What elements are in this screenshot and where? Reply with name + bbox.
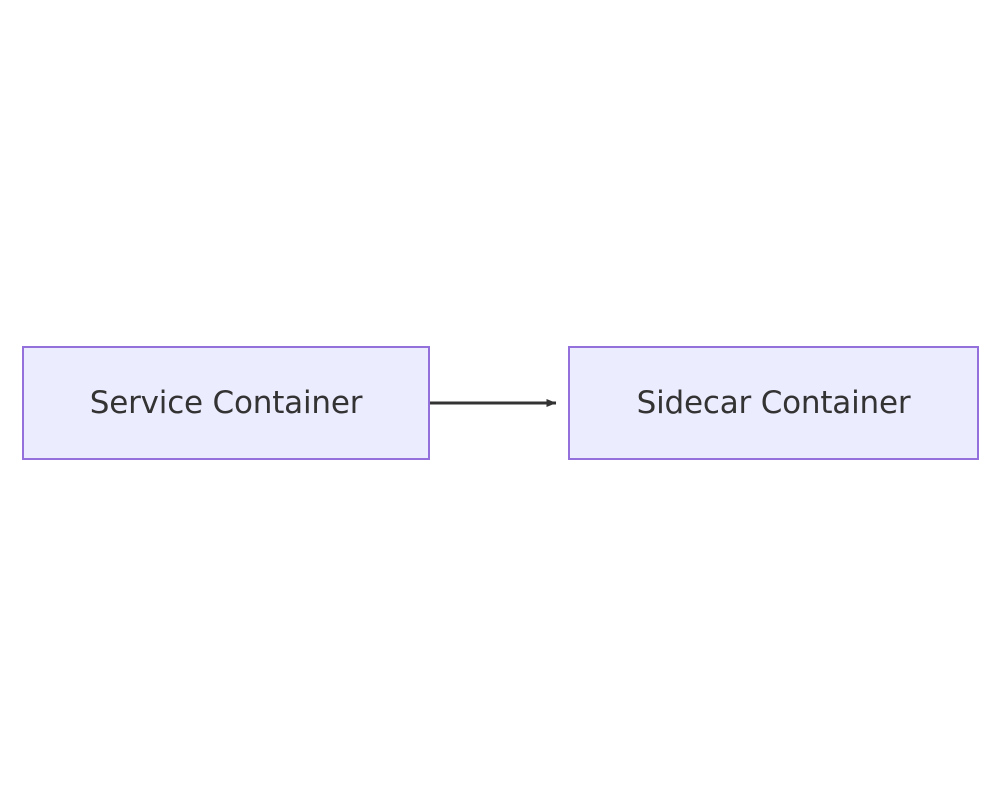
node-sidecar-container-label: Sidecar Container: [636, 384, 911, 421]
node-service-container-label: Service Container: [89, 384, 363, 421]
node-sidecar-container[interactable]: Sidecar Container: [568, 346, 979, 460]
node-service-container[interactable]: Service Container: [22, 346, 430, 460]
